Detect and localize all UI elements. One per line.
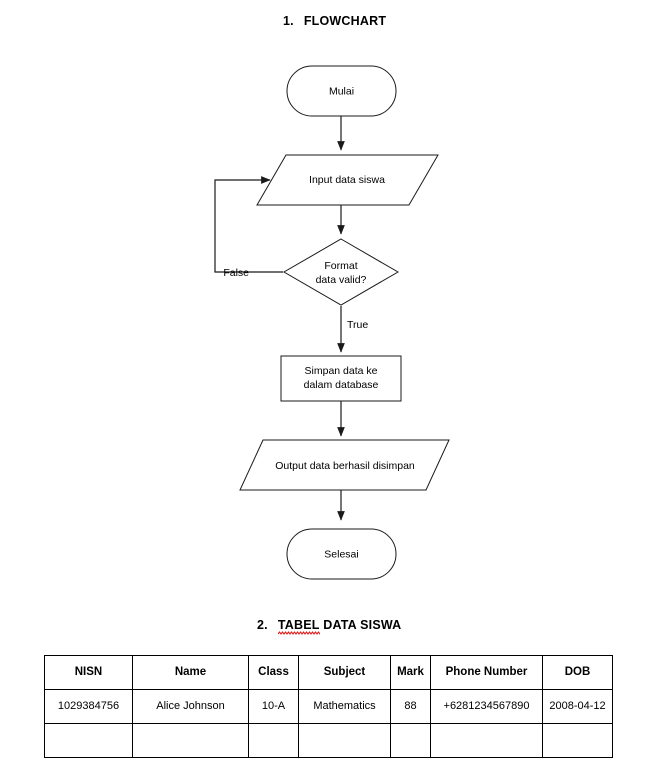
column-header-subject: Subject <box>298 655 391 690</box>
column-header-mark: Mark <box>390 655 431 690</box>
column-header-phone: Phone Number <box>430 655 543 690</box>
node-end: Selesai <box>286 528 397 580</box>
node-end-label: Selesai <box>324 548 358 560</box>
cell-phone <box>430 723 543 758</box>
table-header-row: NISN Name Class Subject Mark Phone Numbe… <box>44 655 613 690</box>
flowchart-diagram: Mulai Input data siswa Format data valid… <box>0 40 652 600</box>
node-output: Output data berhasil disimpan <box>239 439 450 491</box>
cell-subject: Mathematics <box>298 689 391 724</box>
section-title-rest: DATA SISWA <box>319 618 402 632</box>
cell-mark: 88 <box>390 689 431 724</box>
student-data-table-container: NISN Name Class Subject Mark Phone Numbe… <box>44 655 613 758</box>
cell-class <box>248 723 299 758</box>
edge-decision-false-loopback <box>214 176 283 273</box>
column-header-dob: DOB <box>542 655 613 690</box>
section-number: 1. <box>283 14 294 28</box>
node-start-label: Mulai <box>329 85 354 97</box>
node-decision-label-line1: Format <box>324 260 357 272</box>
section-heading-flowchart: 1. FLOWCHART <box>283 14 386 28</box>
cell-dob <box>542 723 613 758</box>
node-decision: Format data valid? <box>283 238 399 306</box>
edge-label-true: True <box>347 319 368 331</box>
section-title: FLOWCHART <box>303 14 387 28</box>
node-start: Mulai <box>286 65 397 117</box>
node-process-label-line2: dalam database <box>304 379 379 391</box>
document-page: 1. FLOWCHART Mulai <box>0 14 652 758</box>
column-header-nisn: NISN <box>44 655 133 690</box>
node-input: Input data siswa <box>256 154 439 206</box>
student-data-table: NISN Name Class Subject Mark Phone Numbe… <box>44 655 613 758</box>
cell-nisn <box>44 723 133 758</box>
node-process: Simpan data ke dalam database <box>280 355 402 402</box>
section-heading-table: 2. TABEL DATA SISWA <box>257 618 402 635</box>
misspelled-word-text: TABEL <box>277 618 320 632</box>
table-row: 1029384756 Alice Johnson 10-A Mathematic… <box>44 689 613 724</box>
column-header-class: Class <box>248 655 299 690</box>
cell-name <box>132 723 249 758</box>
edge-label-false: False <box>223 267 249 279</box>
cell-name: Alice Johnson <box>132 689 249 724</box>
cell-dob: 2008-04-12 <box>542 689 613 724</box>
column-header-name: Name <box>132 655 249 690</box>
node-process-label-line1: Simpan data ke <box>305 365 378 377</box>
table-row <box>44 723 613 758</box>
cell-mark <box>390 723 431 758</box>
spellcheck-squiggle-icon <box>277 631 320 635</box>
flow-connectors <box>214 116 345 521</box>
section-number: 2. <box>257 618 268 632</box>
cell-subject <box>298 723 391 758</box>
node-input-label: Input data siswa <box>309 174 385 186</box>
cell-nisn: 1029384756 <box>44 689 133 724</box>
misspelled-word: TABEL <box>277 618 320 635</box>
cell-phone: +6281234567890 <box>430 689 543 724</box>
node-decision-label-line2: data valid? <box>316 274 367 286</box>
cell-class: 10-A <box>248 689 299 724</box>
node-output-label: Output data berhasil disimpan <box>275 460 415 472</box>
